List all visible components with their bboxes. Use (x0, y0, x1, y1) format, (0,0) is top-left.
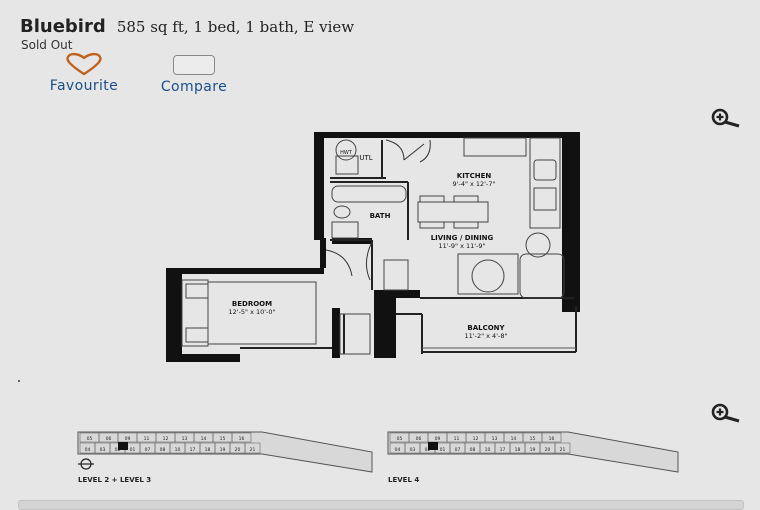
bedroom-label: BEDROOM (232, 300, 272, 308)
unit-cell: 21 (244, 442, 261, 454)
bottom-panel (18, 500, 744, 510)
unit-cells-bottom: 04 03 02 01 07 08 10 17 18 19 20 21 (79, 442, 261, 454)
unit-number: 07 (145, 447, 151, 453)
highlighted-unit (428, 442, 438, 450)
living-dining-label: LIVING / DINING (431, 234, 494, 242)
unit-number: 19 (220, 447, 226, 453)
unit-number: 03 (100, 447, 106, 453)
unit-number: 02 (115, 447, 121, 453)
unit-number: 09 (435, 436, 441, 442)
unit-cell: 16 (231, 432, 252, 443)
unit-name: Bluebird (20, 16, 106, 37)
unit-cell-box (244, 442, 261, 454)
unit-number: 10 (485, 447, 491, 453)
unit-number: 17 (190, 447, 196, 453)
unit-number: 12 (163, 436, 169, 442)
unit-cell-box (554, 442, 571, 454)
unit-cell: 21 (554, 442, 571, 454)
zoom-in-icon (711, 108, 740, 128)
unit-cell: 16 (541, 432, 562, 443)
utl-label: UTL (359, 154, 372, 162)
compare-button[interactable]: Compare (146, 55, 242, 95)
level-4-label: LEVEL 4 (388, 476, 419, 484)
unit-number: 01 (440, 447, 446, 453)
unit-number: 21 (250, 447, 256, 453)
kitchen-label: KITCHEN (457, 172, 492, 180)
unit-number: 04 (85, 447, 91, 453)
status-text: Sold Out (21, 38, 73, 52)
unit-title-row: Bluebird 585 sq ft, 1 bed, 1 bath, E vie… (20, 16, 354, 37)
decorative-dot (18, 380, 20, 382)
hwt-label: HWT (340, 150, 353, 156)
unit-number: 04 (395, 447, 401, 453)
unit-number: 06 (106, 436, 112, 442)
zoom-floorplan-button[interactable] (708, 108, 742, 132)
unit-number: 08 (160, 447, 166, 453)
unit-number: 16 (239, 436, 245, 442)
unit-number: 08 (470, 447, 476, 453)
kitchen-size: 9'-4" x 12'-7" (453, 180, 496, 188)
compare-label: Compare (160, 79, 228, 95)
unit-number: 20 (545, 447, 551, 453)
unit-details: 585 sq ft, 1 bed, 1 bath, E view (116, 18, 355, 36)
floor-plan: HWT UTL KITCHEN 9'-4" x 12'-7" BATH LIVI… (166, 132, 580, 362)
unit-number: 09 (125, 436, 131, 442)
unit-number: 15 (220, 436, 226, 442)
unit-number: 13 (492, 436, 498, 442)
bedroom-size: 12'-5" x 10'-0" (228, 308, 275, 316)
compare-checkbox[interactable] (173, 55, 215, 75)
north-arrow-icon (78, 458, 94, 470)
unit-number: 21 (560, 447, 566, 453)
unit-number: 01 (130, 447, 136, 453)
unit-number: 17 (500, 447, 506, 453)
unit-number: 10 (175, 447, 181, 453)
key-plan-level-4: 05 06 09 11 12 13 14 15 16 04 03 02 01 07 08 10 17 18 19 2… (387, 431, 679, 484)
unit-cell-box (541, 432, 562, 443)
zoom-in-icon (711, 403, 740, 423)
balcony-size: 11'-2" x 4'-8" (465, 332, 508, 340)
unit-number: 19 (530, 447, 536, 453)
unit-cells-bottom: 04 03 02 01 07 08 10 17 18 19 20 21 (389, 442, 571, 454)
unit-number: 05 (397, 436, 403, 442)
unit-number: 02 (425, 447, 431, 453)
unit-cells-top: 05 06 09 11 12 13 14 15 16 (79, 432, 252, 443)
unit-number: 11 (144, 436, 150, 442)
heart-outline-icon (66, 52, 102, 76)
unit-number: 11 (454, 436, 460, 442)
key-plan-level-2-3: 05 06 09 11 12 13 14 15 16 04 03 02 01 07 08 10 17 18 19 2… (77, 431, 373, 484)
favourite-button[interactable]: Favourite (34, 52, 134, 94)
bath-label: BATH (370, 212, 391, 220)
unit-number: 16 (549, 436, 555, 442)
level-2-3-label: LEVEL 2 + LEVEL 3 (78, 476, 151, 484)
favourite-label: Favourite (49, 78, 119, 94)
unit-number: 18 (205, 447, 211, 453)
zoom-keyplan-button[interactable] (708, 403, 742, 427)
unit-number: 15 (530, 436, 536, 442)
unit-number: 03 (410, 447, 416, 453)
unit-number: 05 (87, 436, 93, 442)
unit-number: 06 (416, 436, 422, 442)
key-plans: 05 06 09 11 12 13 14 15 16 04 03 02 01 07 08 10 17 18 19 2… (77, 431, 679, 484)
unit-number: 12 (473, 436, 479, 442)
balcony-label: BALCONY (467, 324, 505, 332)
highlighted-unit (118, 442, 128, 450)
unit-number: 07 (455, 447, 461, 453)
unit-number: 13 (182, 436, 188, 442)
unit-number: 14 (511, 436, 517, 442)
unit-number: 14 (201, 436, 207, 442)
unit-cell-box (231, 432, 252, 443)
unit-number: 20 (235, 447, 241, 453)
living-dining-size: 11'-9" x 11'-9" (438, 242, 485, 250)
unit-number: 18 (515, 447, 521, 453)
